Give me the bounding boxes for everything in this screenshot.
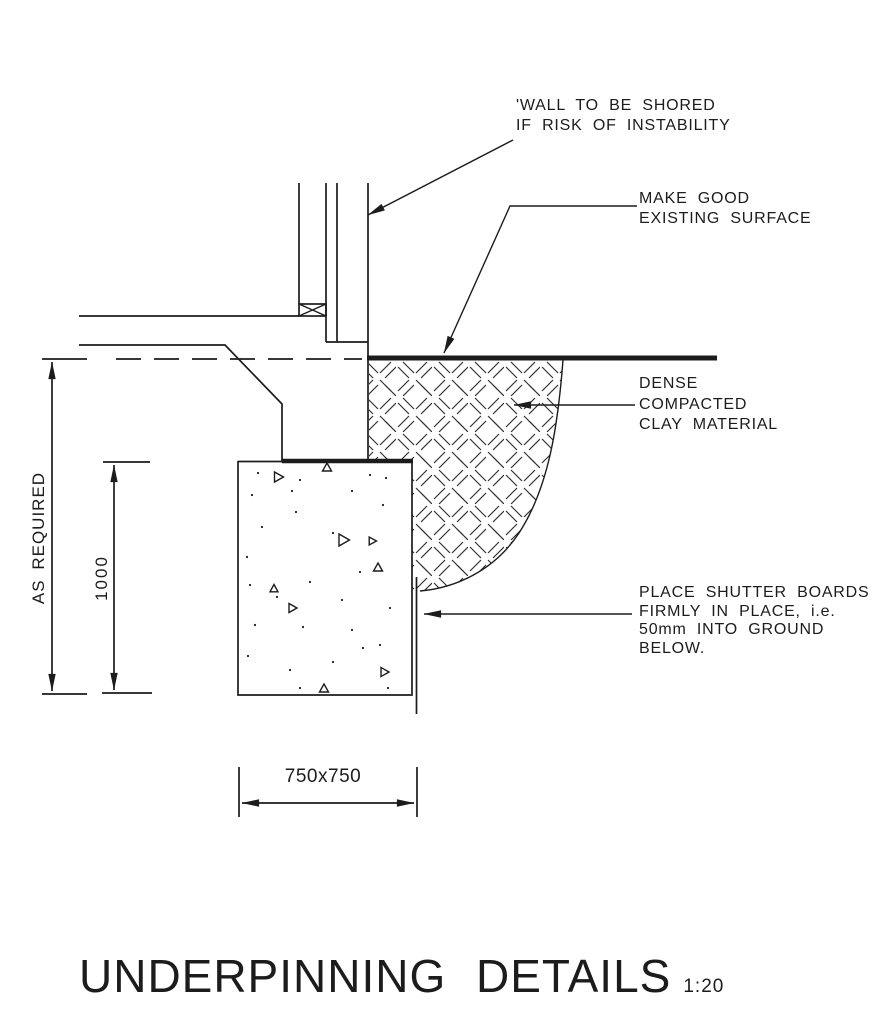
note-clay-line3: CLAY MATERIAL <box>639 416 778 433</box>
note-make-good-line2: EXISTING SURFACE <box>639 210 812 227</box>
note-make-good-line1: MAKE GOOD <box>639 190 750 207</box>
concrete-aggregate-symbols <box>268 461 391 693</box>
drawing-title: UNDERPINNING DETAILS <box>79 950 672 1002</box>
drawing-scale: 1:20 <box>683 976 725 997</box>
note-shutter-boards: PLACE SHUTTER BOARDS FIRMLY IN PLACE, i.… <box>639 584 869 658</box>
note-shutter-line1: PLACE SHUTTER BOARDS <box>639 584 870 601</box>
dimension-1000 <box>102 461 152 694</box>
note-shutter-line4: BELOW. <box>639 639 706 657</box>
footing-block <box>237 458 413 696</box>
wall-section <box>298 183 369 461</box>
dimension-as-required <box>42 358 87 695</box>
dimension-label-as-required: AS REQUIRED <box>29 471 48 605</box>
leader-lines <box>367 139 637 618</box>
existing-floor-lines <box>79 315 362 461</box>
note-clay-line2: COMPACTED <box>639 395 748 413</box>
concrete-speckle-dots <box>245 471 392 690</box>
leader-wall-shored <box>367 139 514 216</box>
note-make-good: MAKE GOOD EXISTING SURFACE <box>639 189 812 229</box>
title-row: UNDERPINNING DETAILS 1:20 <box>79 950 725 1002</box>
note-shutter-line2: FIRMLY IN PLACE, i.e. <box>639 602 836 620</box>
dimension-label-750x750: 750x750 <box>284 766 362 787</box>
timber-plate-x-symbol <box>298 303 327 317</box>
note-clay-line1: DENSE <box>639 375 699 392</box>
dimension-label-1000: 1000 <box>92 555 111 601</box>
note-wall-shored-line2: IF RISK OF INSTABILITY <box>516 117 731 134</box>
note-wall-shored-line1: 'WALL TO BE SHORED <box>516 97 716 114</box>
clay-hatch-area <box>369 359 564 592</box>
note-wall-shored: 'WALL TO BE SHORED IF RISK OF INSTABILIT… <box>516 96 731 136</box>
note-clay: DENSE COMPACTED CLAY MATERIAL <box>639 374 778 436</box>
note-shutter-line3: 50mm INTO GROUND <box>639 621 825 638</box>
leader-make-good <box>443 205 637 354</box>
dimension-750x750 <box>238 767 418 817</box>
